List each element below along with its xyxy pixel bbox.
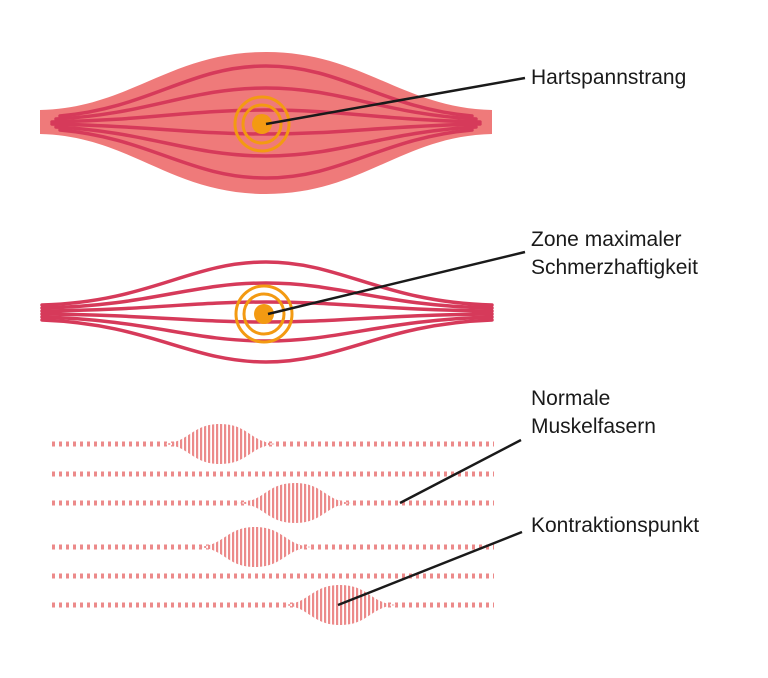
leader-line-taut-band bbox=[265, 76, 526, 126]
label-taut-band-text: Hartspannstrang bbox=[531, 66, 687, 89]
label-normal-fibers-line1: Normale bbox=[531, 387, 611, 410]
leader-line-max-pain bbox=[267, 250, 526, 316]
dashed-fibers bbox=[52, 441, 494, 608]
label-normal-fibers-line2: Muskelfasern bbox=[531, 415, 656, 438]
normal-fibers-group bbox=[52, 424, 523, 625]
label-contraction-point-text: Kontraktionspunkt bbox=[531, 514, 700, 537]
leader-line-contraction-point bbox=[337, 530, 523, 607]
taut-band-trigger-point bbox=[233, 95, 291, 153]
contraction-knot bbox=[160, 424, 280, 464]
contraction-knot bbox=[195, 527, 315, 567]
label-normal-fibers: Normale Muskelfasern bbox=[531, 385, 656, 441]
label-max-pain-zone: Zone maximaler Schmerzhaftigkeit bbox=[531, 226, 698, 282]
label-contraction-point: Kontraktionspunkt bbox=[531, 512, 699, 540]
muscle-belly-group bbox=[40, 52, 526, 194]
label-max-pain-zone-line2: Schmerzhaftigkeit bbox=[531, 256, 698, 279]
label-max-pain-zone-line1: Zone maximaler bbox=[531, 228, 682, 251]
fiber-bundle-group bbox=[40, 250, 526, 364]
max-pain-trigger-point bbox=[234, 284, 294, 344]
contraction-knot bbox=[235, 483, 355, 523]
leader-line-normal-fibers bbox=[399, 438, 522, 505]
label-taut-band: Hartspannstrang bbox=[531, 64, 686, 92]
